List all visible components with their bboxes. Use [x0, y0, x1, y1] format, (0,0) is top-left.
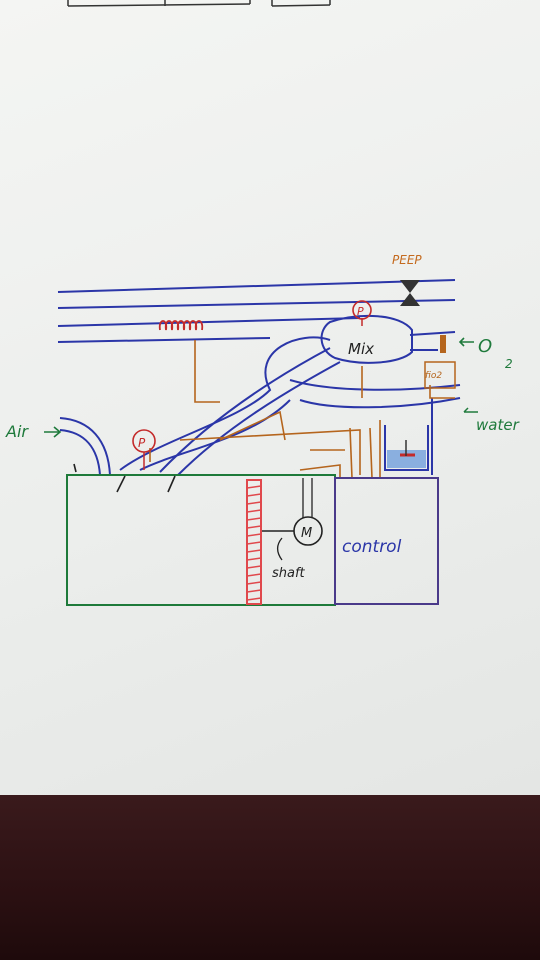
mix-label: Mix [348, 340, 374, 358]
water-label: water [476, 416, 520, 434]
o2-arrow-icon [460, 338, 474, 346]
air-arrow-icon [44, 427, 60, 437]
crossing-tube-a [160, 348, 340, 475]
bellows-housing [67, 475, 335, 605]
peep-valve-icon [400, 280, 420, 306]
o2-subscript: 2 [505, 357, 513, 371]
top-edge-marks [68, 0, 330, 6]
o2-label: O [478, 336, 492, 357]
housing-inlets [74, 464, 175, 492]
air-label: Air [5, 422, 29, 441]
pressure-sensor-air-label: P [138, 436, 146, 450]
ventilator-diagram: PEEP Air Mix P O 2 fio2 water [0, 0, 540, 800]
background-surface [0, 795, 540, 960]
shaft [247, 480, 261, 604]
water-arrow-icon [464, 408, 478, 412]
pressure-sensor-top-label: P [357, 305, 364, 318]
fio2-label: fio2 [425, 371, 442, 381]
air-intake-tube [60, 418, 110, 475]
mix-outlet-tube [410, 332, 455, 350]
motor-label: M [301, 526, 312, 541]
shaft-label: shaft [272, 566, 306, 581]
control-label: control [342, 537, 402, 557]
humidifier-icon [385, 398, 432, 475]
fio2-sensor-body [440, 335, 446, 353]
shaft-pointer [278, 538, 283, 560]
peep-label: PEEP [392, 253, 422, 267]
motor-support [303, 478, 312, 518]
tube-lines [58, 280, 455, 342]
